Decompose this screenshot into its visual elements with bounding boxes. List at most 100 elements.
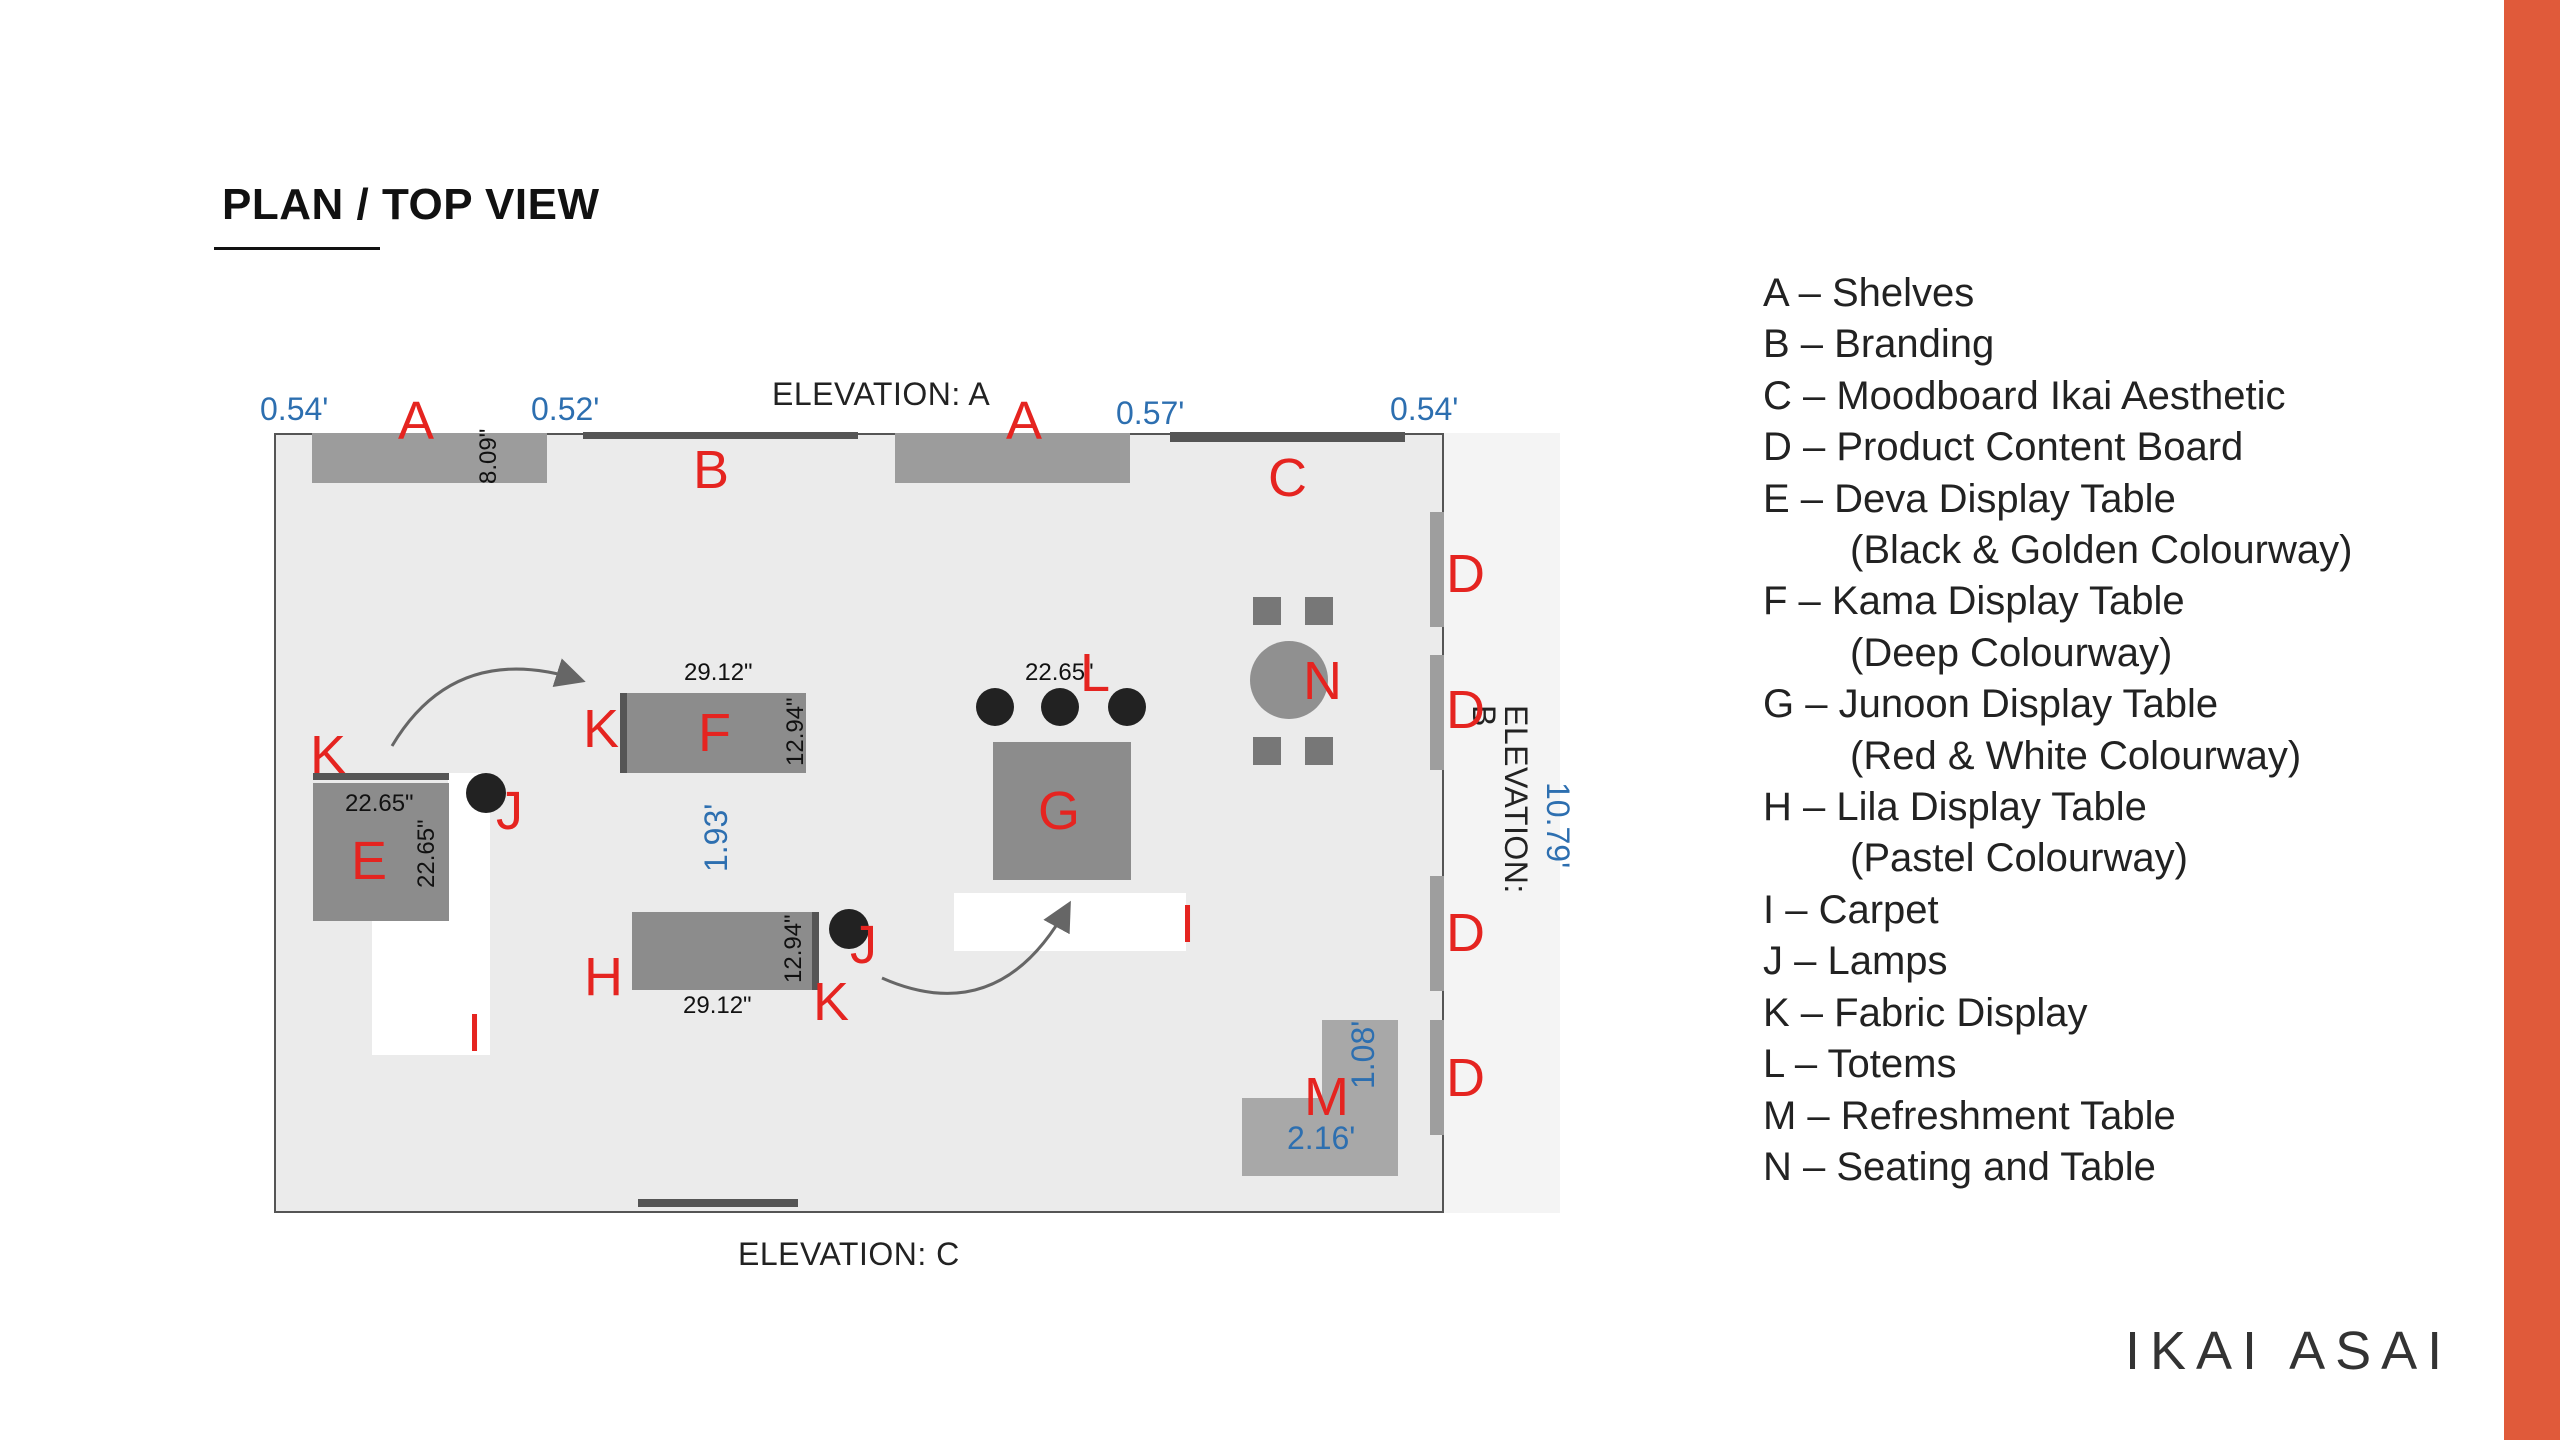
key-letter-b: B	[693, 440, 730, 500]
brand-logo: IKAI ASAI	[2125, 1321, 2453, 1381]
legend-item: J – Lamps	[1763, 936, 2352, 987]
legend-item: I – Carpet	[1763, 885, 2352, 936]
legend-item: A – Shelves	[1763, 268, 2352, 319]
dim-top-1: 0.54'	[260, 391, 329, 427]
junoon-display-table-g	[993, 742, 1131, 880]
legend-item: E – Deva Display Table(Black & Golden Co…	[1763, 474, 2352, 577]
totem-l-3	[1108, 688, 1146, 726]
lamp-j-left	[466, 773, 506, 813]
deva-display-table-e	[313, 783, 449, 921]
legend-item: D – Product Content Board	[1763, 422, 2352, 473]
dim-refresh-depth: 1.08'	[1345, 1020, 1381, 1089]
stool-1	[1253, 597, 1281, 625]
room-edge-right	[1444, 433, 1560, 1213]
legend-item-label: A – Shelves	[1763, 271, 1975, 315]
legend-item-label: K – Fabric Display	[1763, 990, 2088, 1035]
key-letter-n: N	[1303, 651, 1342, 711]
legend-item: G – Junoon Display Table (Red & White Col…	[1763, 679, 2352, 782]
product-board-d3	[1430, 876, 1444, 991]
legend-item-label: C – Moodboard Ikai Aesthetic	[1763, 373, 2286, 418]
fabric-display-k-bottom	[812, 912, 819, 990]
key-letter-j: J	[850, 915, 877, 975]
legend-item: M – Refreshment Table	[1763, 1091, 2352, 1142]
dim-table-f-depth: 12.94"	[782, 697, 809, 766]
totem-l-2	[1041, 688, 1079, 726]
elevation-a-label: ELEVATION: A	[772, 376, 991, 412]
legend-item-label: D – Product Content Board	[1763, 425, 2244, 470]
product-board-d1	[1430, 512, 1444, 627]
legend-item: C – Moodboard Ikai Aesthetic	[1763, 371, 2352, 422]
legend-item-label: L – Totems	[1763, 1042, 1957, 1087]
legend-item-sublabel: (Red & White Colourway)	[1850, 733, 2302, 778]
shelf-a-right	[895, 433, 1130, 483]
legend-item-label: B – Branding	[1763, 322, 1995, 367]
seating-round-table-n	[1250, 641, 1328, 719]
legend-item-label: N – Seating and Table	[1763, 1144, 2156, 1189]
lamp-j-bottom	[829, 909, 869, 949]
legend: A – Shelves B – Branding C – Moodboard I…	[1763, 268, 2352, 1193]
elevation-c-label: ELEVATION: C	[738, 1236, 960, 1272]
kama-display-table-f	[626, 693, 806, 773]
legend-item-label: J – Lamps	[1763, 939, 1948, 984]
key-letter-d: D	[1446, 1048, 1485, 1108]
key-letter-k: K	[583, 699, 620, 759]
legend-item-sublabel: (Deep Colourway)	[1850, 630, 2173, 675]
legend-item-label: F – Kama Display Table	[1763, 579, 2185, 624]
dim-table-e-width: 22.65"	[345, 790, 414, 817]
legend-item: B – Branding	[1763, 319, 2352, 370]
branding-wall-b	[583, 432, 858, 439]
dim-refresh-width: 2.16'	[1287, 1120, 1356, 1156]
dim-table-f-width: 29.12"	[684, 659, 753, 686]
floor-plan: ELEVATION: A ELEVATION: B ELEVATION: C 0…	[260, 376, 1576, 1272]
product-board-d2	[1430, 655, 1444, 770]
legend-item-label: G – Junoon Display Table	[1763, 682, 2219, 727]
fabric-display-k-top	[620, 693, 627, 773]
dim-totem-span: 22.65"	[1025, 659, 1094, 686]
product-board-d4	[1430, 1020, 1444, 1135]
key-letter-k: K	[813, 972, 850, 1032]
dim-right-wall: 10.79'	[1540, 782, 1576, 869]
stool-4	[1305, 737, 1333, 765]
key-letter-f: F	[698, 703, 731, 763]
legend-item: K – Fabric Display	[1763, 988, 2352, 1039]
stool-3	[1253, 737, 1281, 765]
dim-table-h-width: 29.12"	[683, 992, 752, 1019]
legend-item-label: H – Lila Display Table	[1763, 785, 2147, 830]
key-letter-d: D	[1446, 903, 1485, 963]
legend-item-sublabel: (Pastel Colourway)	[1850, 836, 2188, 881]
dim-top-3: 0.57'	[1116, 395, 1185, 431]
legend-item: H – Lila Display Table (Pastel Colourway)	[1763, 782, 2352, 885]
key-letter-i: I	[467, 1003, 483, 1063]
key-letter-c: C	[1268, 448, 1307, 508]
legend-item: F – Kama Display Table (Deep Colourway)	[1763, 576, 2352, 679]
key-letter-d: D	[1446, 544, 1485, 604]
legend-item: N – Seating and Table	[1763, 1142, 2352, 1193]
key-letter-m: M	[1304, 1067, 1349, 1127]
title-underline	[214, 247, 380, 250]
key-letter-a: A	[1006, 391, 1043, 451]
key-letter-j: J	[496, 781, 523, 841]
key-letter-i: I	[1180, 894, 1196, 954]
dim-top-2: 0.52'	[531, 391, 600, 427]
fabric-display-k-left	[313, 773, 449, 780]
dim-table-h-depth: 12.94"	[780, 914, 807, 983]
refreshment-table-m-side	[1322, 1020, 1398, 1100]
lila-display-table-h	[632, 912, 812, 990]
stool-2	[1305, 597, 1333, 625]
shelf-a-left	[312, 433, 547, 483]
legend-item: L – Totems	[1763, 1039, 2352, 1090]
key-letter-d: D	[1446, 680, 1485, 740]
bottom-wall-segment	[638, 1199, 798, 1207]
dim-gap-f-h: 1.93'	[698, 803, 734, 872]
page-title: PLAN / TOP VIEW	[222, 180, 600, 229]
legend-item-label: E – Deva Display Table	[1763, 476, 2176, 521]
key-letter-a: A	[398, 391, 435, 451]
totem-l-1	[976, 688, 1014, 726]
accent-side-bar	[2504, 0, 2560, 1440]
dim-top-4: 0.54'	[1390, 391, 1459, 427]
key-letter-g: G	[1038, 781, 1081, 841]
key-letter-k: K	[310, 725, 347, 785]
key-letter-e: E	[351, 831, 388, 891]
dim-table-e-depth: 22.65"	[413, 819, 440, 888]
key-letter-h: H	[584, 947, 623, 1007]
